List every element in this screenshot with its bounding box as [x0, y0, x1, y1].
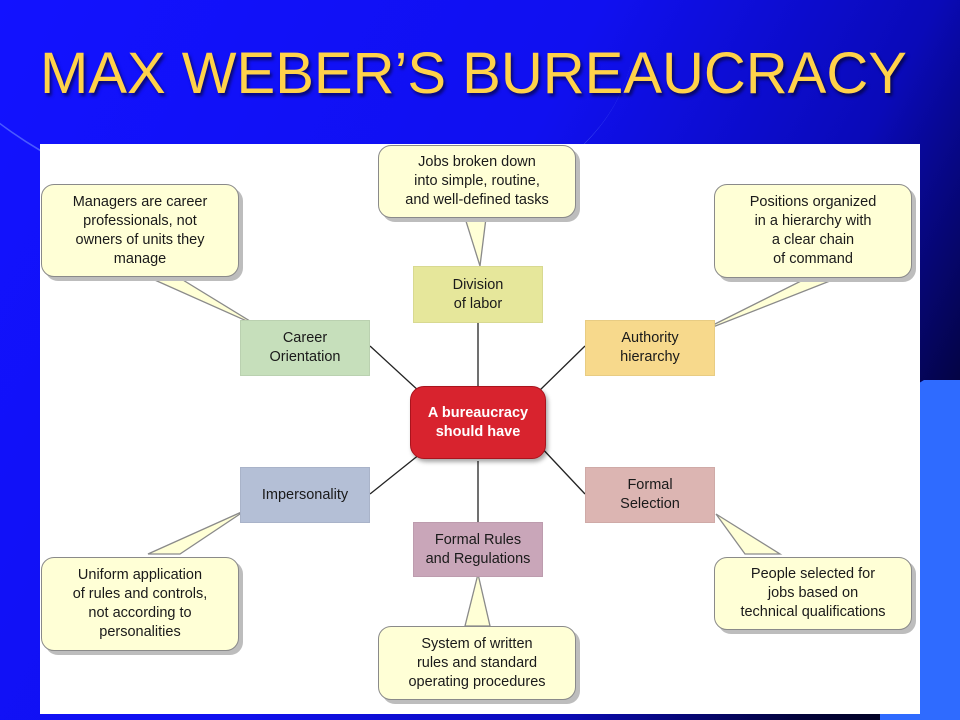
center-line1: A bureaucracy: [427, 404, 529, 421]
node-division-line1: Division: [452, 276, 504, 293]
node-authority-line2: hierarchy: [620, 349, 680, 365]
callout-formal-selection: People selected for jobs based on technica…: [714, 557, 912, 630]
callout-rules-text-1: System of written: [421, 635, 533, 652]
callout-authority-hierarchy: Positions organized in a hierarchy with a …: [714, 184, 912, 278]
node-rules-line1: Formal Rules: [434, 531, 522, 548]
node-authority-hierarchy: Authority hierarchy: [585, 320, 715, 376]
callout-division-text-1: Jobs broken down: [418, 154, 536, 170]
callout-formal-rules: System of written rules and standard opera…: [378, 626, 576, 700]
callout-division-text-2: into simple, routine,: [414, 173, 540, 189]
callout-rules-text-2: rules and standard: [416, 654, 538, 671]
callout-selection-text-3: technical qualifications: [740, 604, 886, 620]
callout-division-of-labor: Jobs broken down into simple, routine, and…: [378, 145, 576, 218]
callout-impersonality-text-2: of rules and controls,: [72, 586, 208, 602]
callout-rules-text-3: operating procedures: [408, 673, 546, 690]
callout-pointer-career: [147, 276, 259, 327]
callout-impersonality-text-3: not according to: [88, 605, 192, 621]
callout-career-text-2: professionals, not: [83, 212, 197, 229]
node-impersonality: Impersonality: [240, 467, 370, 523]
node-formal-rules: Formal Rules and Regulations: [413, 522, 543, 577]
callout-career-text-1: Managers are career: [72, 193, 208, 210]
connector-authority: [537, 345, 586, 393]
callout-impersonality-text-1: Uniform application: [77, 567, 203, 583]
callout-pointer-authority: [694, 278, 836, 335]
callout-pointer-division: [464, 217, 487, 267]
callout-impersonality: Uniform application of rules and controls…: [41, 557, 239, 651]
callout-authority-text-2: in a hierarchy with: [754, 213, 872, 229]
callout-authority-text-3: a clear chain: [771, 232, 855, 248]
callout-career-text-4: manage: [113, 250, 167, 267]
slide-title: MAX WEBER’S BUREAUCRACY: [40, 41, 907, 106]
node-authority-line1: Authority: [621, 330, 679, 346]
node-rules-line2: and Regulations: [425, 550, 531, 567]
callout-authority-text-1: Positions organized: [749, 194, 877, 210]
connector-career: [369, 345, 421, 393]
callout-selection-text-2: jobs based on: [767, 585, 859, 601]
node-impersonality-line1: Impersonality: [261, 486, 349, 503]
connector-formal-selection: [537, 443, 586, 495]
center-node-bureaucracy: A bureaucracy should have: [410, 386, 546, 459]
diagram-panel: Division of labor Authority hierarchy Form…: [40, 144, 920, 714]
node-formal-selection-line2: Selection: [620, 496, 680, 512]
node-division-line2: of labor: [453, 295, 503, 312]
callout-pointer-impersonality: [147, 509, 247, 555]
node-career-line2: Orientation: [269, 349, 341, 365]
node-formal-selection-line1: Formal: [627, 477, 673, 493]
diagram-connectors: [147, 217, 836, 627]
node-career-line1: Career: [282, 330, 328, 346]
callout-career-text-3: owners of units they: [75, 231, 205, 248]
connector-impersonality: [369, 453, 421, 495]
center-line2: should have: [435, 423, 521, 440]
callout-pointer-formal-selection: [715, 513, 783, 555]
node-division-of-labor: Division of labor: [413, 266, 543, 323]
callout-pointer-rules: [464, 573, 491, 627]
callout-authority-text-4: of command: [773, 251, 853, 267]
callout-selection-text-1: People selected for: [750, 566, 876, 582]
callout-impersonality-text-4: personalities: [99, 624, 181, 640]
callout-division-text-3: and well-defined tasks: [405, 192, 549, 208]
callout-career-orientation: Managers are career professionals, not own…: [41, 184, 239, 277]
